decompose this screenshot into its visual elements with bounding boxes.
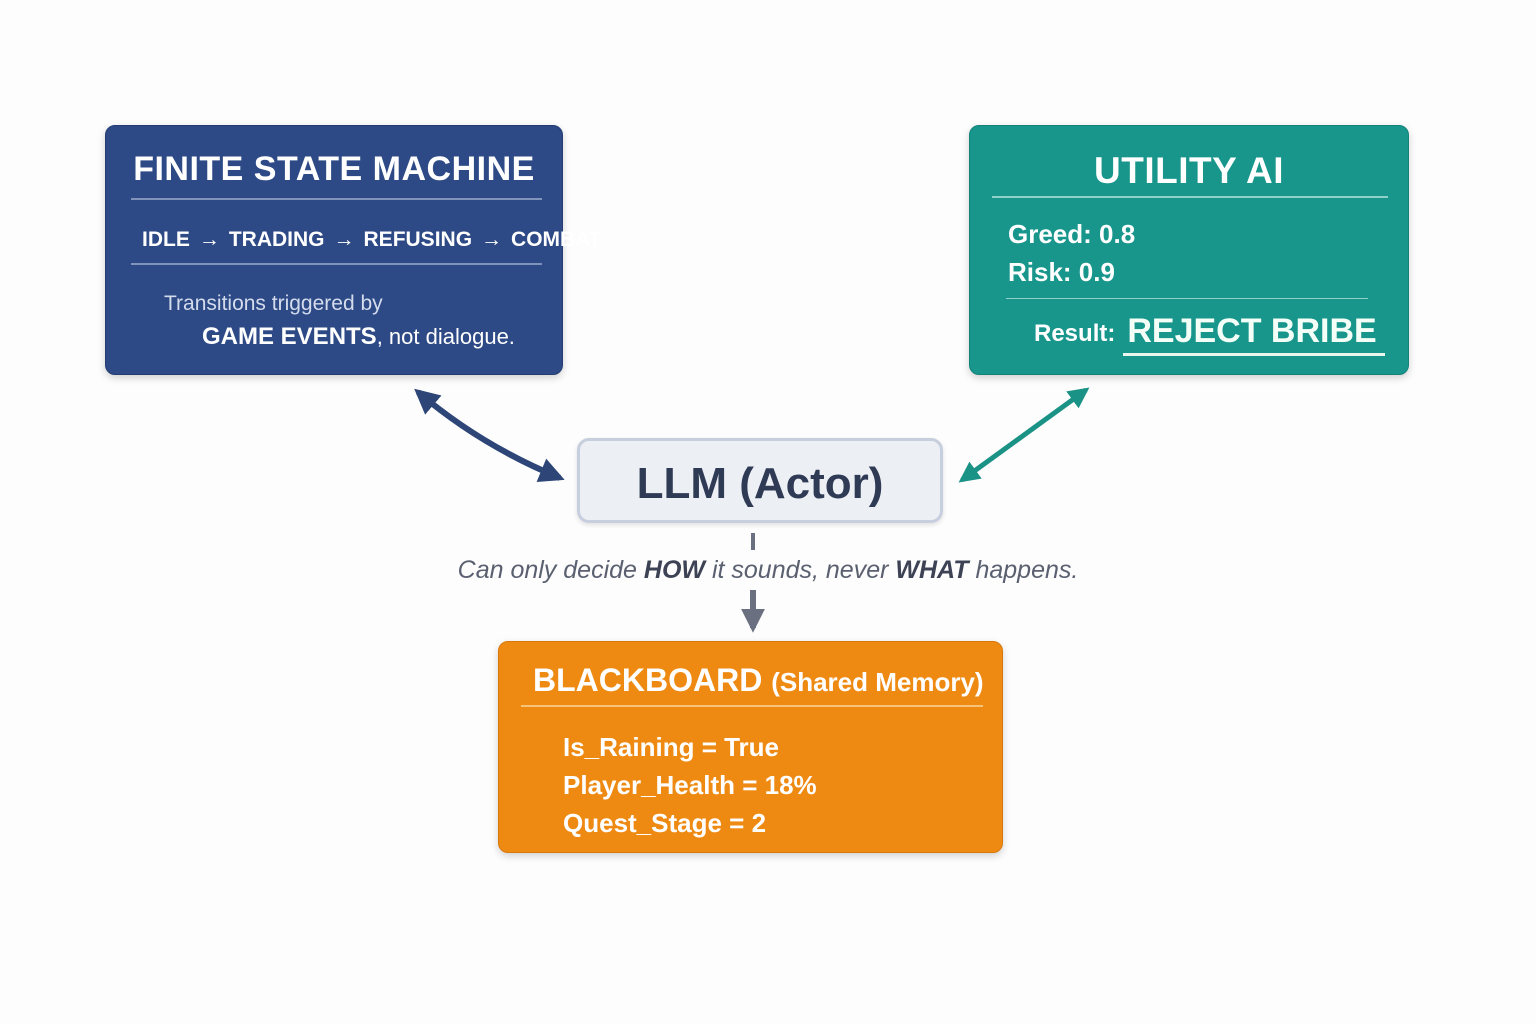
blackboard-entry: Is_Raining = True — [563, 732, 780, 762]
llm-caption-how: HOW — [643, 556, 705, 584]
blackboard-title: BLACKBOARD (Shared Memory) — [533, 662, 984, 699]
state-combat: COMBAT — [511, 228, 602, 251]
blackboard-title-main: BLACKBOARD — [533, 662, 763, 698]
greed-value: Greed: 0.8 — [1008, 219, 1136, 249]
llm-caption: Can only decide HOW it sounds, never WHA… — [0, 556, 1536, 585]
finite-state-machine-box: FINITE STATE MACHINE IDLE → TRADING → REFUSI… — [105, 125, 602, 375]
state-refusing: REFUSING — [363, 228, 473, 251]
blackboard-entry: Quest_Stage = 2 — [563, 808, 767, 838]
llm-title: LLM (Actor) — [636, 459, 884, 508]
utility-ai-box: UTILITY AI Greed: 0.8 Risk: 0.9 Result:R… — [969, 125, 1409, 375]
fsm-divider — [131, 198, 542, 200]
blackboard-divider — [521, 705, 983, 707]
result-value: REJECT BRIBE — [1123, 312, 1385, 356]
utility-title: UTILITY AI — [1094, 150, 1284, 191]
state-arrow-icon: → — [333, 228, 355, 251]
utility-divider — [992, 196, 1388, 198]
fsm-divider — [131, 263, 542, 265]
blackboard-entry: Player_Health = 18% — [563, 770, 817, 800]
blackboard-entries: Is_Raining = True Player_Health = 18% Qu… — [563, 728, 817, 842]
fsm-note-rest: , not dialogue. — [376, 324, 515, 349]
fsm-note-emphasis: GAME EVENTS — [202, 323, 377, 350]
state-arrow-icon: → — [198, 228, 220, 251]
blackboard-box: BLACKBOARD (Shared Memory) Is_Raining = … — [498, 641, 1003, 853]
utility-llm-arrow — [958, 387, 1090, 483]
utility-result: Result: REJECT BRIBE — [1034, 312, 1385, 356]
fsm-llm-arrow — [414, 388, 565, 482]
blackboard-subtitle: (Shared Memory) — [771, 667, 984, 697]
fsm-note-line1: Transitions triggered by — [164, 292, 383, 315]
risk-value: Risk: 0.9 — [1008, 257, 1115, 287]
fsm-title: FINITE STATE MACHINE — [133, 150, 535, 188]
llm-caption-pre: Can only decide — [457, 556, 644, 584]
state-arrow-icon: → — [481, 228, 503, 251]
state-trading: TRADING — [228, 228, 325, 251]
state-idle: IDLE — [142, 228, 190, 251]
llm-caption-what: WHAT — [895, 556, 969, 584]
fsm-note-line2: GAME EVENTS, not dialogue. — [202, 323, 515, 351]
llm-actor-box: LLM (Actor) — [577, 438, 943, 523]
result-label: Result: — [1034, 320, 1116, 347]
fsm-state-chain: IDLE → TRADING → REFUSING → COMBAT — [142, 228, 602, 252]
llm-caption-mid: it sounds, never — [705, 556, 896, 584]
utility-divider — [1006, 298, 1368, 299]
llm-caption-post: happens. — [968, 556, 1079, 584]
